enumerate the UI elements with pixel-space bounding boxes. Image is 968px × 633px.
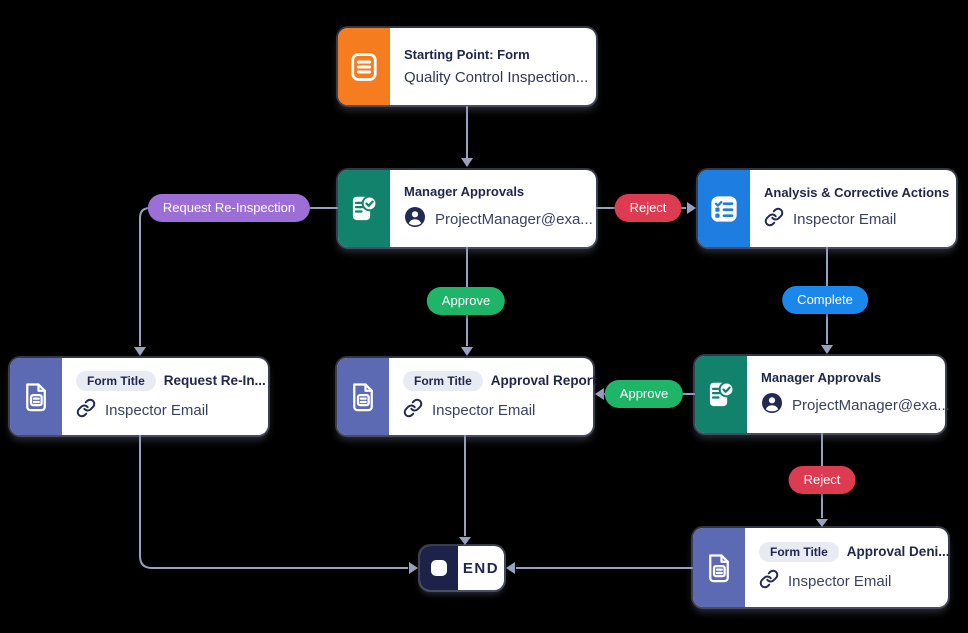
node-assignee: ProjectManager@exa... <box>792 397 950 414</box>
node-manager-approvals-1[interactable]: Manager Approvals ProjectManager@exa... <box>338 170 596 247</box>
form-title-badge: Form Title <box>403 370 483 391</box>
branch-label-approve-2[interactable]: Approve <box>604 380 684 408</box>
node-title: Analysis & Corrective Actions <box>764 185 950 200</box>
stop-square-icon <box>420 546 458 590</box>
link-icon <box>76 398 96 423</box>
node-assignee: ProjectManager@exa... <box>435 211 593 228</box>
node-analysis-corrective-actions[interactable]: Analysis & Corrective Actions Inspector … <box>698 170 956 247</box>
node-starting-point[interactable]: Starting Point: Form Quality Control Ins… <box>338 28 596 105</box>
node-form-request-reinspection[interactable]: Form Title Request Re-In... Inspector Em… <box>10 358 268 435</box>
branch-label-complete[interactable]: Complete <box>782 286 868 314</box>
form-document-icon <box>10 358 62 435</box>
form-title-badge: Form Title <box>759 541 839 562</box>
node-subtitle: Quality Control Inspection... <box>404 69 589 86</box>
node-assignee: Inspector Email <box>788 572 892 590</box>
link-icon <box>764 207 784 232</box>
branch-label-request-reinspection[interactable]: Request Re-Inspection <box>147 194 311 222</box>
node-assignee: Inspector Email <box>793 211 897 228</box>
document-check-icon <box>695 356 747 433</box>
form-title-badge: Form Title <box>76 370 156 391</box>
node-title: Starting Point: Form <box>404 47 530 62</box>
avatar-icon <box>761 392 783 419</box>
checklist-icon <box>698 170 750 247</box>
avatar-icon <box>404 206 426 233</box>
form-document-icon <box>693 528 745 607</box>
form-lines-icon <box>338 28 390 105</box>
link-icon <box>759 569 779 594</box>
node-assignee: Inspector Email <box>432 401 536 419</box>
node-end[interactable]: END <box>420 546 504 590</box>
node-form-approval-report[interactable]: Form Title Approval Report Inspector Ema… <box>337 358 597 435</box>
node-title: Manager Approvals <box>404 184 525 199</box>
form-document-icon <box>337 358 389 435</box>
link-icon <box>403 398 423 423</box>
node-title: Approval Deni... <box>846 544 950 559</box>
node-manager-approvals-2[interactable]: Manager Approvals ProjectManager@exa... <box>695 356 950 433</box>
node-title: Approval Report <box>490 373 597 388</box>
branch-label-approve-1[interactable]: Approve <box>426 287 506 315</box>
node-title: Manager Approvals <box>761 370 882 385</box>
node-assignee: Inspector Email <box>105 401 209 419</box>
document-check-icon <box>338 170 390 247</box>
branch-label-reject-2[interactable]: Reject <box>788 466 856 494</box>
branch-label-reject-1[interactable]: Reject <box>614 194 682 222</box>
end-label: END <box>462 559 500 577</box>
node-form-approval-denied[interactable]: Form Title Approval Deni... Inspector Em… <box>693 528 950 607</box>
node-title: Request Re-In... <box>163 373 266 388</box>
